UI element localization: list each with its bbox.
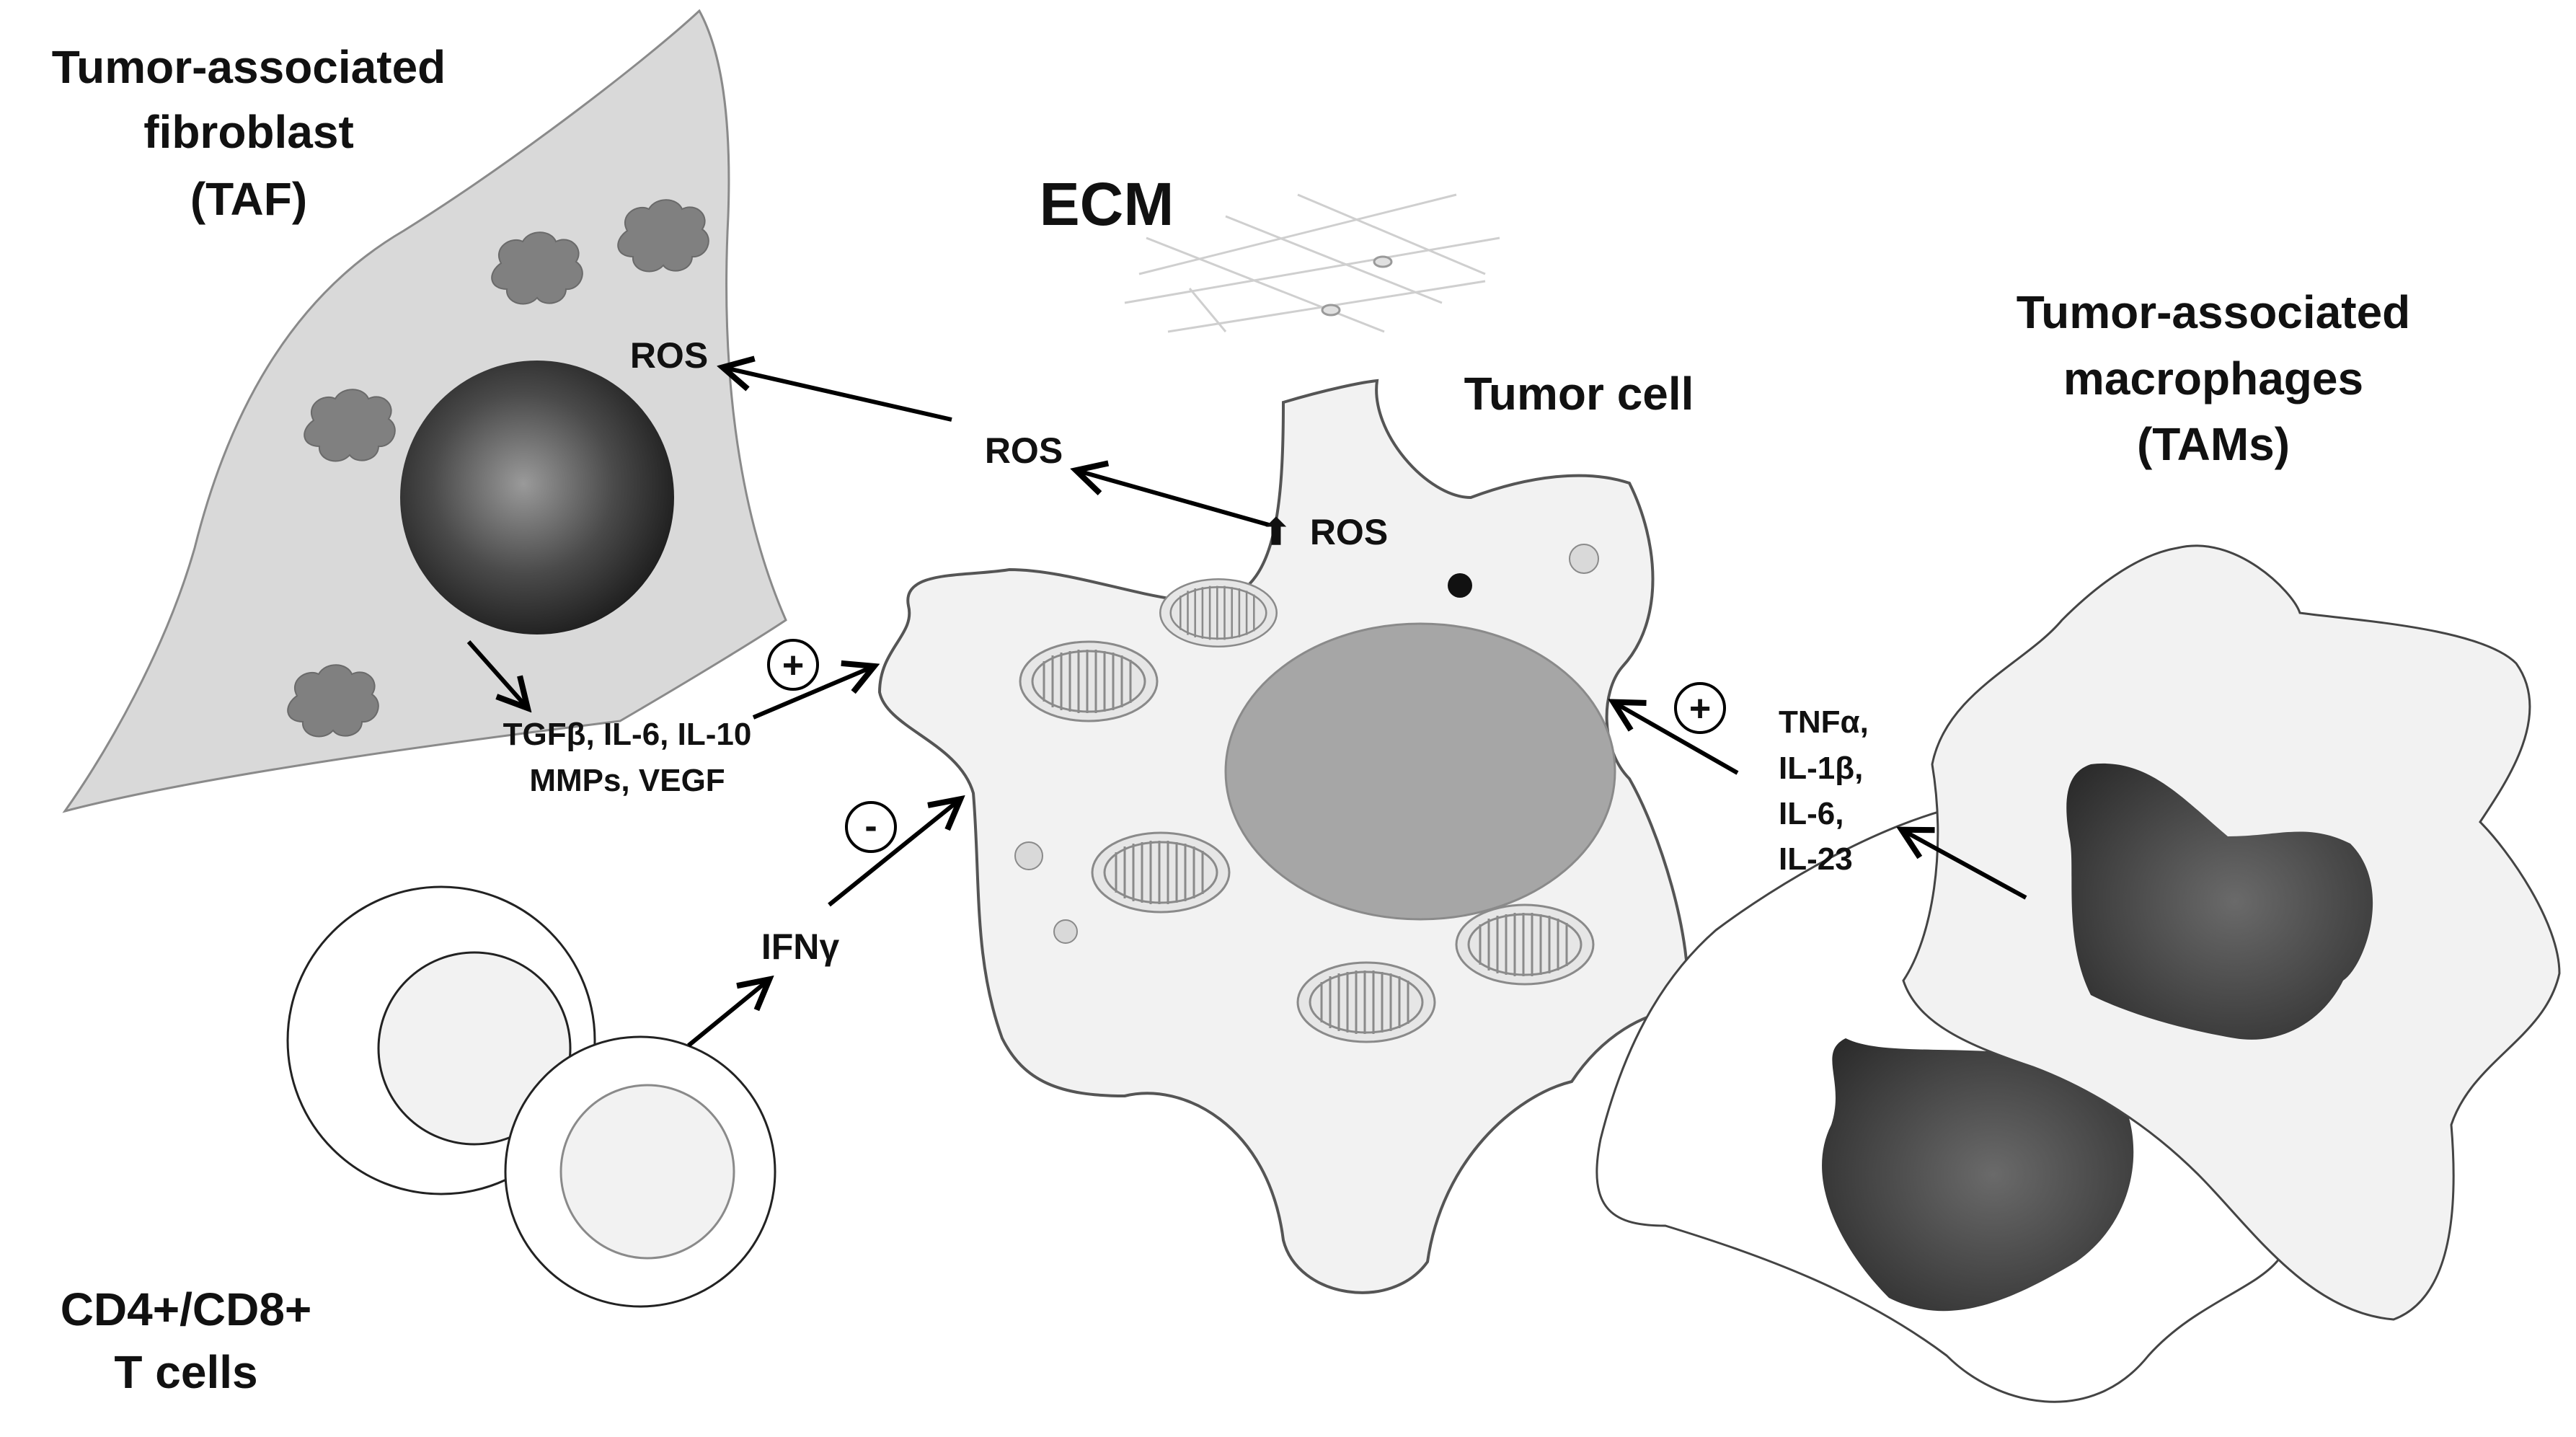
vesicle (1014, 841, 1043, 870)
up-arrow-icon: ⬆ (1261, 512, 1291, 552)
taf-cell (62, 9, 787, 813)
ecm-mesh (1124, 193, 1500, 333)
label-taf-factors-line2: MMPs, VEGF (529, 763, 725, 798)
label-taf-line3: (TAF) (190, 173, 307, 225)
label-tcells: CD4+/CD8+ T cells (61, 1283, 312, 1398)
arrow-taf-nucleus-to-factors (466, 640, 526, 707)
label-tams: Tumor-associated macrophages (TAMs) (2017, 286, 2411, 470)
tumor-cell (877, 379, 1690, 1294)
t-cells (286, 885, 776, 1308)
arrow-tam-to-factors (1903, 831, 2027, 900)
t-cell-back-nucleus (377, 951, 572, 1146)
tam-cells (1595, 544, 2561, 1403)
sign-minus-tcell: - (864, 805, 877, 847)
label-tam-factors: TNFα, IL-1β, IL-6, IL-23 (1779, 704, 1869, 877)
label-ifn-gamma: IFNγ (761, 927, 840, 967)
label-taf: Tumor-associated fibroblast (TAF) (52, 41, 446, 225)
arrows (466, 368, 2027, 1048)
label-taf-factors: TGFβ, IL-6, IL-10 MMPs, VEGF (503, 717, 752, 798)
mitochondrion (1091, 831, 1231, 914)
label-ros-taf: ROS (630, 335, 708, 376)
tam-nucleus-front (2066, 763, 2373, 1040)
sign-plus-tam: + (1689, 688, 1711, 730)
mitochondrion (1296, 961, 1436, 1043)
vesicle (1569, 544, 1599, 574)
label-tams-line3: (TAMs) (2137, 418, 2290, 470)
arrow-tam-factors-to-tumor (1615, 703, 1739, 775)
label-tam-factors-line4: IL-23 (1779, 841, 1853, 877)
sign-taf: + (767, 639, 819, 691)
arrow-tcell-to-ifn (687, 981, 768, 1048)
label-tcells-line1: CD4+/CD8+ (61, 1283, 312, 1335)
vesicle (1053, 919, 1078, 944)
taf-nucleus (400, 361, 674, 635)
label-ros-tumor: ROS (1310, 512, 1388, 552)
label-tam-factors-line2: IL-1β, (1779, 751, 1863, 786)
label-ecm: ECM (1040, 170, 1174, 238)
arrow-ros-to-mid (1078, 471, 1270, 527)
arrow-factors-to-tumor (752, 667, 872, 720)
label-tams-line2: macrophages (2063, 353, 2363, 404)
sign-tcell: - (845, 801, 897, 853)
tumor-nucleus (1224, 622, 1616, 921)
label-taf-line1: Tumor-associated (52, 41, 446, 93)
mitochondrion (1455, 903, 1595, 986)
label-tams-line1: Tumor-associated (2017, 286, 2411, 338)
sign-plus-taf: + (782, 645, 804, 686)
label-tam-factors-line1: TNFα, (1779, 704, 1869, 740)
sign-tam: + (1674, 682, 1726, 734)
label-tumor-cell: Tumor cell (1464, 368, 1694, 420)
label-tam-factors-line3: IL-6, (1779, 796, 1844, 831)
mitochondrion (1019, 640, 1159, 722)
arrow-ros-to-taf (725, 368, 952, 422)
tam-nucleus-back (1822, 1038, 2134, 1312)
label-taf-line2: fibroblast (143, 106, 354, 158)
label-tcells-line2: T cells (114, 1346, 257, 1398)
vesicle-dark (1448, 573, 1472, 598)
mitochondrion (1159, 578, 1278, 648)
t-cell-front-nucleus (559, 1084, 735, 1260)
label-ros-mid: ROS (985, 430, 1063, 471)
arrow-ifn-to-tumor (828, 800, 959, 907)
label-taf-factors-line1: TGFβ, IL-6, IL-10 (503, 717, 752, 752)
